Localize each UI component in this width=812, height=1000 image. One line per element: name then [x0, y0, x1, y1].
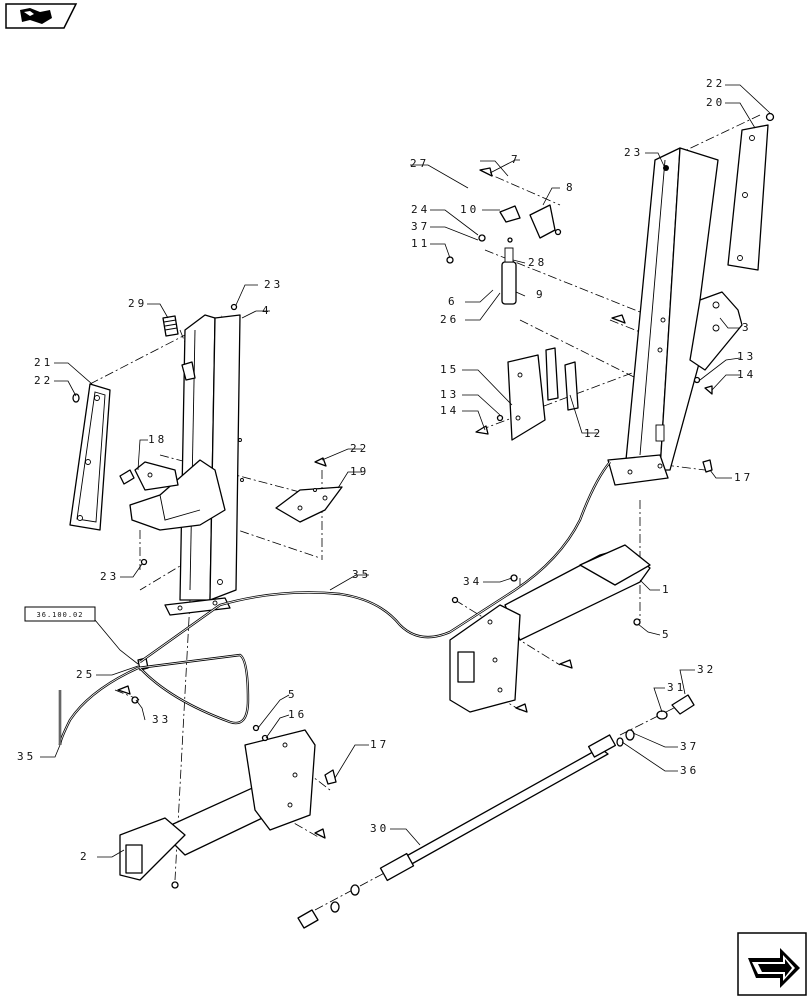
callout-37: 37: [680, 740, 699, 753]
callout-13: 13: [737, 350, 756, 363]
callout-13: 13: [440, 388, 459, 401]
part-15-plate: [507, 354, 546, 441]
part-2-left-base: [119, 729, 316, 881]
part-21-left-wear-pad: [69, 383, 111, 531]
callout-35: 35: [17, 750, 36, 763]
callout-23: 23: [100, 570, 119, 583]
callout-4: 4: [262, 304, 272, 317]
callout-36: 36: [680, 764, 699, 777]
callout-3: 3: [742, 321, 752, 334]
callout-5: 5: [288, 688, 298, 701]
callout-9: 9: [536, 288, 546, 301]
part-9-cylinder: [501, 247, 517, 305]
part-35-cable: [58, 461, 611, 746]
part-3-right-upright: [607, 147, 743, 486]
part-8-bracket: [529, 204, 556, 239]
callout-23: 23: [264, 278, 283, 291]
callout-10: 10: [460, 203, 479, 216]
callout-labels: 22 20 23 7 27 8 10 24 37 11 28 9 6 26 3 …: [17, 77, 756, 863]
callout-27: 27: [410, 157, 429, 170]
callout-33: 33: [152, 713, 171, 726]
callout-17: 17: [734, 471, 753, 484]
callout-37: 37: [411, 220, 430, 233]
part-19-plate: [275, 486, 343, 523]
callout-6: 6: [448, 295, 458, 308]
part-10-latch: [499, 205, 521, 223]
callout-22: 22: [706, 77, 725, 90]
callout-28: 28: [528, 256, 547, 269]
callout-23: 23: [624, 146, 643, 159]
callout-17: 17: [370, 738, 389, 751]
next-page-arrow-icon[interactable]: [737, 932, 807, 996]
callout-14: 14: [737, 368, 756, 381]
callout-21: 21: [34, 356, 53, 369]
callout-24: 24: [411, 203, 430, 216]
callout-20: 20: [706, 96, 725, 109]
part-29-spring: [162, 315, 196, 381]
callout-8: 8: [566, 181, 576, 194]
callout-35: 35: [352, 568, 371, 581]
callout-14: 14: [440, 404, 459, 417]
reference-label: 36.100.02: [37, 611, 84, 619]
callout-2: 2: [80, 850, 90, 863]
callout-5: 5: [662, 628, 672, 641]
callout-7: 7: [511, 153, 521, 166]
callout-18: 18: [148, 433, 167, 446]
callout-19: 19: [350, 465, 369, 478]
part-31-32-bolt: [656, 694, 695, 720]
part-1-right-base: [449, 544, 651, 713]
leader-lines: [40, 84, 771, 858]
callout-12: 12: [584, 427, 603, 440]
part-36-37-washers: [616, 729, 635, 747]
part-left-saddle-bracket: [129, 459, 226, 531]
part-bottom-bolt: [297, 884, 360, 929]
alignment-lines: [89, 114, 761, 919]
callout-15: 15: [440, 363, 459, 376]
book-open-icon[interactable]: [5, 3, 78, 29]
callout-1: 1: [662, 583, 672, 596]
part-30-tie-rod: [379, 734, 617, 882]
callout-29: 29: [128, 297, 147, 310]
part-20-right-wear-pad: [727, 124, 769, 271]
callout-16: 16: [288, 708, 307, 721]
reference-box[interactable]: 36.100.02: [24, 606, 96, 622]
callout-25: 25: [76, 668, 95, 681]
callout-26: 26: [440, 313, 459, 326]
callout-31: 31: [667, 681, 686, 694]
callout-22: 22: [34, 374, 53, 387]
part-4-left-upright: [164, 314, 244, 616]
callout-11: 11: [411, 237, 430, 250]
callout-30: 30: [370, 822, 389, 835]
part-12-slides: [545, 347, 579, 411]
callout-32: 32: [697, 663, 716, 676]
callout-22: 22: [350, 442, 369, 455]
callout-34: 34: [463, 575, 482, 588]
